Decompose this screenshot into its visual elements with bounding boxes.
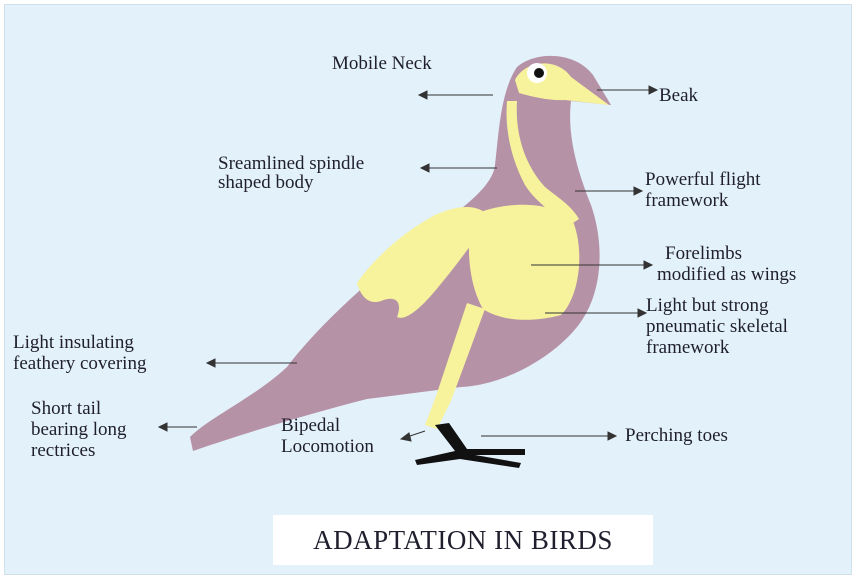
perching-feet <box>415 423 525 468</box>
label-short-tail-line1: Short tail <box>31 398 127 419</box>
label-bipedal-line1: Bipedal <box>281 415 374 436</box>
label-streamlined-body-line2: shaped body <box>218 173 364 192</box>
label-light-strong-skeleton: Light but strong pneumatic skeletal fram… <box>646 295 788 358</box>
diagram-panel: Mobile Neck Beak Sreamlined spindle shap… <box>4 4 852 575</box>
label-light-strong-line2: pneumatic skeletal <box>646 316 788 337</box>
bird-illustration <box>5 5 851 574</box>
label-insulating-covering: Light insulating feathery covering <box>13 332 146 374</box>
label-beak: Beak <box>659 85 698 106</box>
label-bipedal-line2: Locomotion <box>281 436 374 457</box>
label-light-strong-line3: framework <box>646 337 788 358</box>
label-short-tail: Short tail bearing long rectrices <box>31 398 127 461</box>
label-perching-toes: Perching toes <box>625 425 728 446</box>
label-short-tail-line2: bearing long <box>31 419 127 440</box>
label-bipedal-locomotion: Bipedal Locomotion <box>281 415 374 457</box>
label-insulating-line2: feathery covering <box>13 353 146 374</box>
label-streamlined-body: Sreamlined spindle shaped body <box>218 154 364 192</box>
title-box: ADAPTATION IN BIRDS <box>273 515 653 565</box>
label-powerful-flight-line2: framework <box>645 190 761 211</box>
label-insulating-line1: Light insulating <box>13 332 146 353</box>
label-forelimbs-line1: Forelimbs <box>657 243 796 264</box>
eye-pupil <box>534 68 544 78</box>
diagram-title: ADAPTATION IN BIRDS <box>313 525 613 556</box>
label-short-tail-line3: rectrices <box>31 440 127 461</box>
label-forelimbs: Forelimbs modified as wings <box>657 243 796 285</box>
label-powerful-flight: Powerful flight framework <box>645 169 761 211</box>
label-streamlined-body-line1: Sreamlined spindle <box>218 154 364 173</box>
label-mobile-neck: Mobile Neck <box>332 53 432 74</box>
label-light-strong-line1: Light but strong <box>646 295 788 316</box>
label-powerful-flight-line1: Powerful flight <box>645 169 761 190</box>
label-forelimbs-line2: modified as wings <box>657 264 796 285</box>
